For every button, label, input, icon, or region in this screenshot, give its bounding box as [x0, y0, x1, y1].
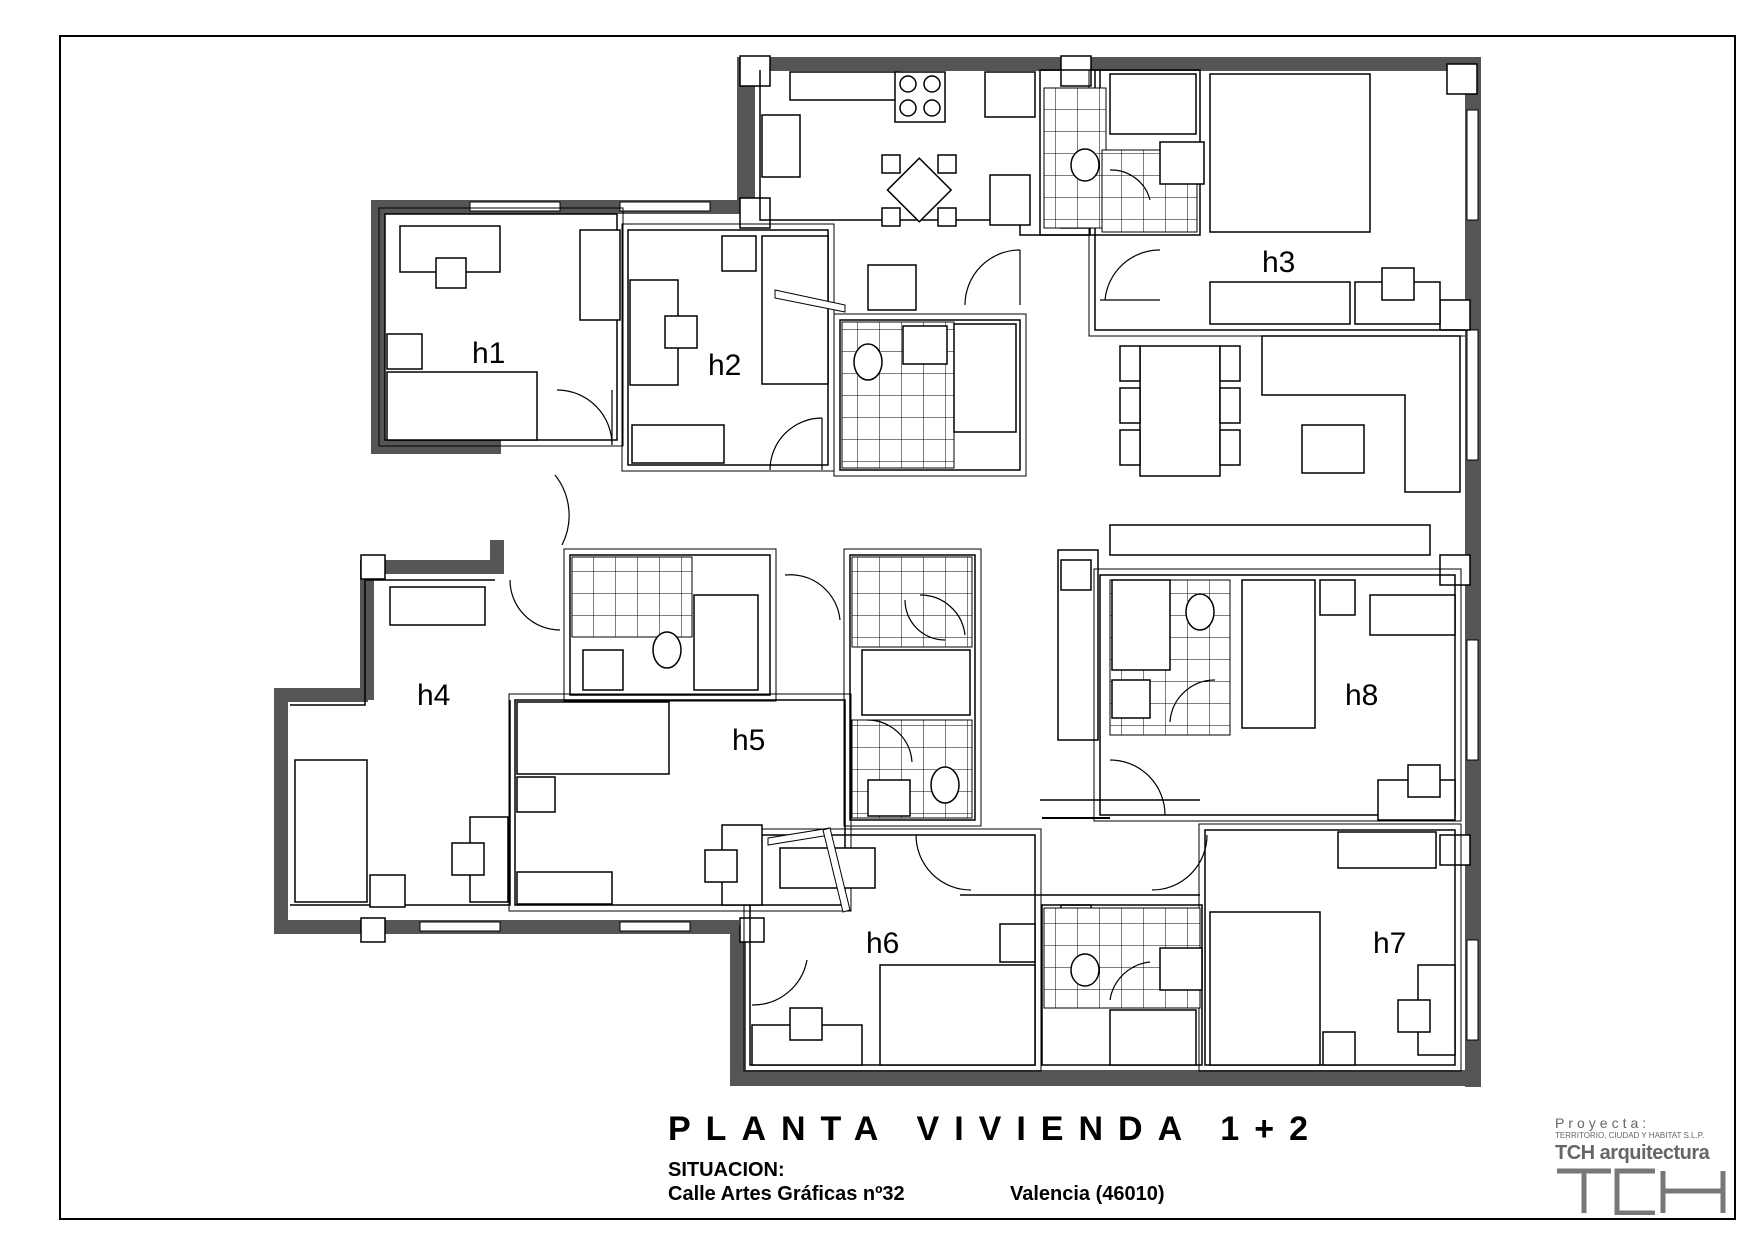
room-labels: h1 h2 h3 h4 h5 h6 h7 h8: [417, 246, 1406, 960]
firm-proyecta-label: Proyecta:: [1555, 1115, 1651, 1131]
bathroom-tiles: [571, 87, 1231, 1009]
room-label-h1: h1: [472, 337, 505, 370]
room-label-h5: h5: [732, 724, 765, 757]
bathroom-fixtures: [582, 73, 1215, 1066]
room-label-h6: h6: [866, 927, 899, 960]
sheet-border: [59, 35, 1736, 1220]
sliding-doors: [767, 289, 851, 913]
room-label-h2: h2: [708, 349, 741, 382]
room-label-h8: h8: [1345, 679, 1378, 712]
room-label-h4: h4: [417, 679, 450, 712]
firm-company-name: TERRITORIO, CIUDAD Y HABITAT S.L.P.: [1555, 1131, 1705, 1140]
plan-title: PLANTA VIVIENDA 1+2: [668, 1110, 1323, 1148]
room-label-h3: h3: [1262, 246, 1295, 279]
bedroom-furniture: [294, 73, 1456, 1066]
kitchen-fixtures: [761, 71, 1036, 311]
room-label-h7: h7: [1373, 927, 1406, 960]
tch-logo-icon: [1557, 1168, 1726, 1215]
door-swings: [509, 169, 1216, 1006]
street-address: Calle Artes Gráficas nº32: [668, 1183, 905, 1205]
city-address: Valencia (46010): [1010, 1183, 1165, 1205]
situacion-label: SITUACION:: [668, 1159, 785, 1181]
firm-block: Proyecta: TERRITORIO, CIUDAD Y HABITAT S…: [1555, 1115, 1730, 1215]
windows: [419, 109, 1479, 1041]
firm-name: TCH arquitectura: [1555, 1142, 1710, 1164]
living-room-furniture: [1119, 335, 1461, 493]
title-block: PLANTA VIVIENDA 1+2 SITUACION: Calle Art…: [668, 1112, 1368, 1206]
address-row: Calle Artes Gráficas nº32 Valencia (4601…: [668, 1182, 1368, 1206]
